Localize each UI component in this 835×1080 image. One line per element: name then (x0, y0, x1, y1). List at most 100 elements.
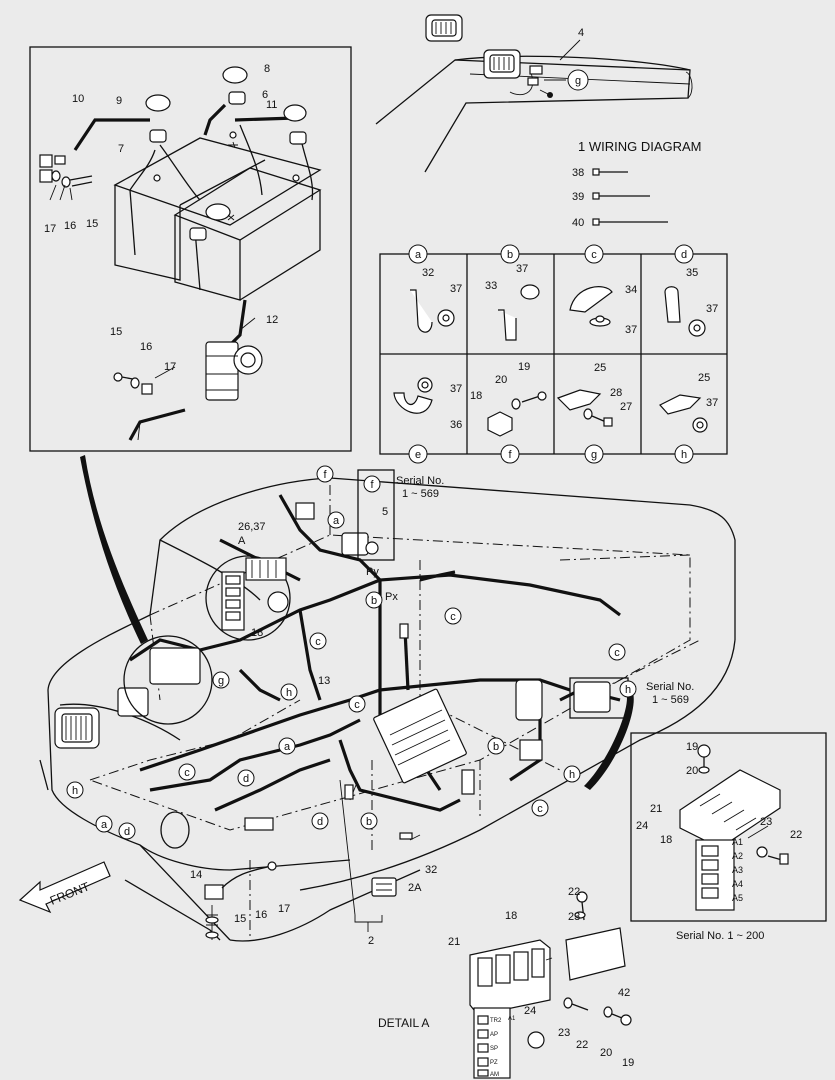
grid-label-d-circle (674, 244, 694, 264)
main-callout-2: 2 (368, 935, 374, 947)
svg-text:d: d (124, 826, 130, 838)
grid-label-a: a (415, 249, 422, 261)
fuse-label-A3: A3 (732, 865, 743, 875)
svg-text:h: h (286, 687, 292, 699)
fuse-label-A4: A4 (732, 879, 743, 889)
grid-label-h: h (681, 449, 687, 461)
svg-text:a: a (284, 741, 291, 753)
pin-py: Py (366, 566, 379, 578)
grid-label-f-circle (500, 444, 520, 464)
grid-label-c: c (591, 249, 597, 261)
fuse-box-drawing (679, 744, 789, 911)
grid-label-e: e (415, 449, 421, 461)
grid-d-part-35: 35 (686, 267, 698, 279)
grid-f-part-20: 20 (495, 374, 507, 386)
fuse-pointer-arrow (584, 690, 634, 790)
callout-g-letter: g (575, 75, 581, 87)
cable-tie-38-label: 38 (572, 167, 584, 179)
wiring-diagram-title: 1 WIRING DIAGRAM (578, 139, 702, 154)
grid-h-part-37: 37 (706, 397, 718, 409)
grid-label-b: b (507, 249, 513, 261)
serial-2-range: 1 ~ 569 (652, 694, 689, 706)
grid-d-part-37: 37 (706, 303, 718, 315)
grid-a-part-32: 32 (422, 267, 434, 279)
machine-components (117, 502, 611, 940)
fuse-callout-20: 20 (686, 765, 698, 777)
svg-text:c: c (354, 699, 360, 711)
grid-label-e-circle (408, 444, 428, 464)
grid-label-a-circle (408, 244, 428, 264)
machine-body-outline (39, 477, 736, 942)
main-callout-18: 18 (251, 627, 263, 639)
main-callout-26-37: 26,37 (238, 521, 266, 533)
grid-label-h-circle (674, 444, 694, 464)
main-letter-callouts: f f a c b c c c g h c h a d h a d d b b … (66, 465, 637, 840)
main-callout-14: 14 (190, 869, 202, 881)
clamp-detail-grid (379, 253, 728, 455)
detail-callout-22: 22 (568, 886, 580, 898)
serial-2-label: Serial No. (646, 681, 694, 693)
grid-b-part-37: 37 (516, 263, 528, 275)
battery-callout-17b: 17 (164, 361, 176, 373)
detail-relay-PZ: PZ (490, 1060, 498, 1066)
detail-callout-20: 20 (600, 1047, 612, 1059)
fuse-callout-23: 23 (760, 816, 772, 828)
grid-f-part-18: 18 (470, 390, 482, 402)
fuse-callout-24: 24 (636, 820, 648, 832)
grid-label-f: f (508, 449, 512, 461)
fuse-callout-18: 18 (660, 834, 672, 846)
grid-b-part-33: 33 (485, 280, 497, 292)
grid-f-part-19: 19 (518, 361, 530, 373)
battery-callout-7: 7 (118, 143, 124, 155)
detail-relay-AP: AP (490, 1032, 498, 1038)
detail-relay-AM: AM (490, 1072, 499, 1078)
grid-g-part-25: 25 (594, 362, 606, 374)
battery-pointer-arrow (80, 455, 148, 644)
pin-px: Px (385, 591, 398, 603)
battery-drawing (39, 66, 322, 441)
grid-label-g-circle (584, 444, 604, 464)
main-callout-5: 5 (382, 506, 388, 518)
svg-text:f: f (370, 479, 374, 491)
svg-text:g: g (218, 675, 224, 687)
detail-callout-23: 23 (568, 911, 580, 923)
svg-text:c: c (450, 611, 456, 623)
svg-text:h: h (72, 785, 78, 797)
serial-1-label: Serial No. (396, 475, 444, 487)
svg-text:b: b (366, 816, 372, 828)
grid-h-part-25: 25 (698, 372, 710, 384)
callout-g-circle (567, 69, 589, 91)
fuse-label-A1: A1 (732, 837, 743, 847)
svg-text:b: b (493, 741, 499, 753)
detail-relay-SP: SP (490, 1046, 498, 1052)
battery-callout-11: 11 (266, 99, 277, 111)
battery-callout-8: 8 (264, 63, 270, 75)
main-callout-16: 16 (255, 909, 267, 921)
battery-callout-12: 12 (266, 314, 278, 326)
fuse-label-A2: A2 (732, 851, 743, 861)
battery-callout-6: 6 (262, 89, 268, 101)
detail-a-title: DETAIL A (378, 1016, 429, 1030)
grid-c-part-37: 37 (625, 324, 637, 336)
main-callout-17: 17 (278, 903, 290, 915)
grid-g-part-27: 27 (620, 401, 632, 413)
svg-text:h: h (625, 684, 631, 696)
front-arrow-icon (18, 861, 111, 914)
svg-text:c: c (537, 803, 543, 815)
boom-work-lights (375, 14, 693, 173)
fuse-callout-22: 22 (790, 829, 802, 841)
detail-a-magnified-fusebox (221, 557, 289, 631)
detail-callout-24: 24 (524, 1005, 536, 1017)
battery-callout-16: 16 (64, 220, 76, 232)
detail-a-letter: A (238, 535, 246, 547)
battery-callout-9: 9 (116, 95, 122, 107)
svg-text:f: f (323, 469, 327, 481)
svg-text:c: c (184, 767, 190, 779)
callout-4: 4 (578, 27, 584, 39)
grid-e-part-36: 36 (450, 419, 462, 431)
grid-g-part-28: 28 (610, 387, 622, 399)
svg-text:a: a (101, 819, 108, 831)
fuse-box-inset-frame (630, 732, 827, 922)
